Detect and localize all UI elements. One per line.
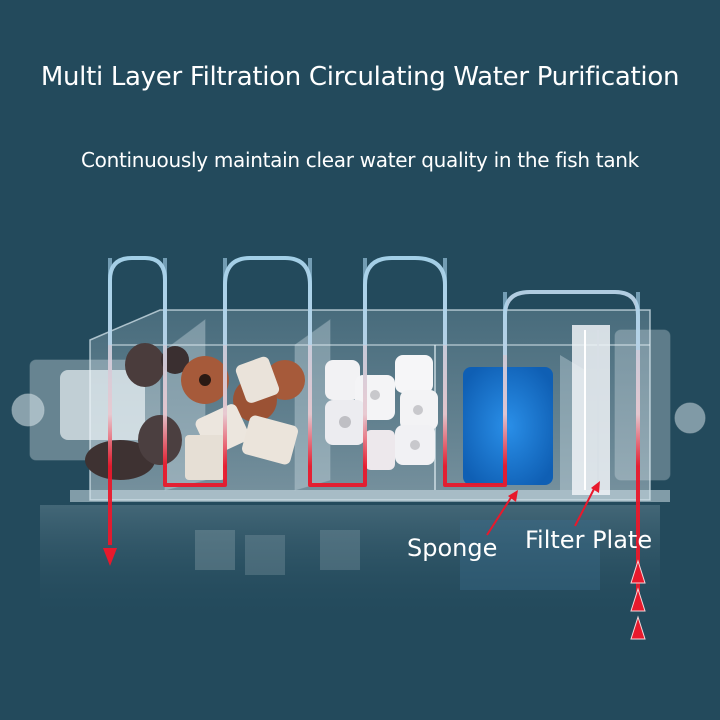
outflow-arrow-icon — [103, 548, 117, 566]
callout-label-filter-plate: Filter Plate — [525, 526, 653, 554]
water-flow-path — [108, 256, 640, 605]
ceramic-hex-rings — [325, 355, 438, 470]
page-subtitle: Continuously maintain clear water qualit… — [81, 148, 639, 172]
lava-rock-media — [85, 343, 189, 480]
bio-ceramic-rings — [181, 356, 305, 480]
filter-plate — [572, 325, 610, 495]
callout-pointers — [486, 481, 600, 536]
blue-sponge — [463, 367, 553, 485]
inflow-arrows-icon — [630, 559, 646, 640]
callout-label-sponge: Sponge — [407, 534, 498, 562]
page-title: Multi Layer Filtration Circulating Water… — [40, 62, 680, 92]
reflection — [40, 505, 660, 625]
